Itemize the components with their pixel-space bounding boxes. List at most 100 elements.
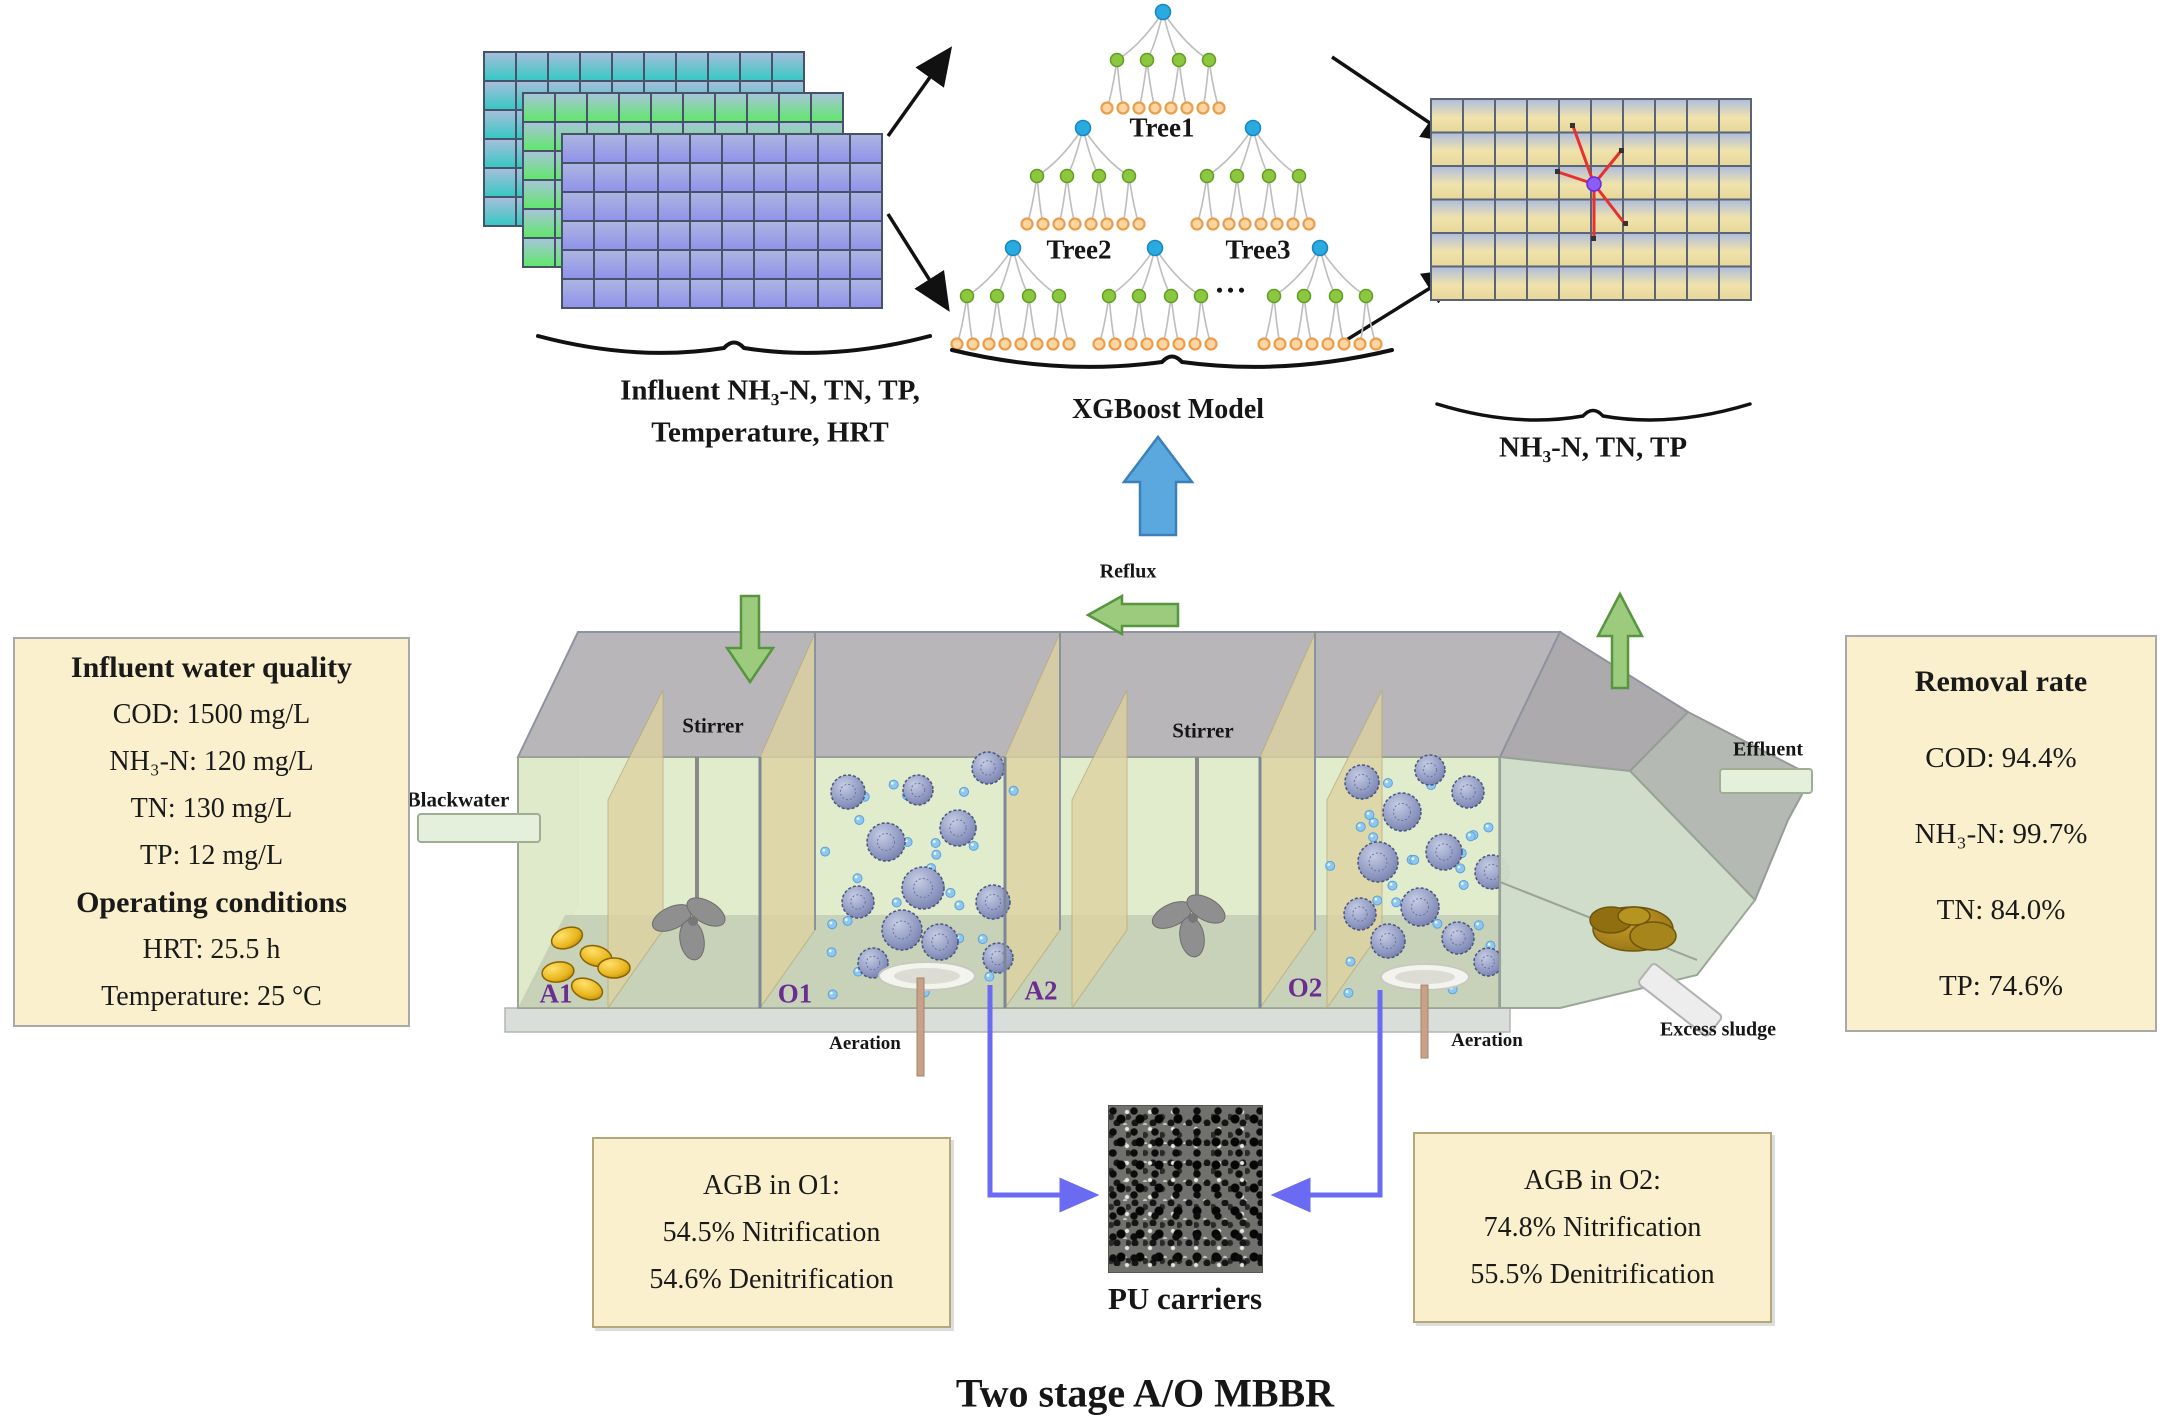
- biofilm-carrier: [1357, 841, 1399, 883]
- stirrer-label-1: Stirrer: [682, 713, 744, 738]
- tree-edge: [1058, 295, 1070, 345]
- biofilm-carrier-core: [1392, 802, 1412, 822]
- output-grid-cell: [1718, 165, 1752, 201]
- biofilm-carrier-core: [913, 878, 933, 898]
- biofilm-carrier-core: [1422, 762, 1438, 778]
- table-cell: [714, 92, 748, 123]
- tree-edge: [1365, 295, 1377, 345]
- table-cell: [657, 278, 691, 309]
- tree-root-node: [1154, 3, 1172, 21]
- tree-split-node: [1029, 168, 1045, 184]
- tree-root-node: [1244, 119, 1262, 137]
- air-bubble: [1458, 879, 1469, 890]
- table-cell: [515, 51, 549, 82]
- air-bubble: [854, 814, 865, 825]
- tree-edge: [988, 295, 998, 345]
- tree-edge: [1335, 295, 1345, 345]
- tree-edge: [1263, 295, 1275, 345]
- table-cell: [625, 220, 659, 251]
- aerobic-granule: [570, 977, 604, 1001]
- output-grid-cell: [1462, 265, 1496, 301]
- tree-root-node: [1074, 119, 1092, 137]
- output-grid-cell: [1494, 265, 1528, 301]
- biofilm-carrier: [971, 751, 1005, 785]
- tree-split-node: [1328, 288, 1344, 304]
- tree-leaf-node: [1180, 101, 1194, 115]
- table-cell: [785, 249, 819, 280]
- output-grid-cell: [1686, 198, 1720, 234]
- output-grid-cell: [1654, 131, 1688, 167]
- tree-leaf-node: [1254, 217, 1268, 231]
- table-cell: [618, 92, 652, 123]
- table-cell: [657, 220, 691, 251]
- tree-edge: [1303, 295, 1313, 345]
- tree-leaf-node: [1100, 101, 1114, 115]
- tree-split-node: [1296, 288, 1312, 304]
- tree-split-node: [1358, 288, 1374, 304]
- tree-edge: [1359, 295, 1367, 345]
- biofilm-carrier-core: [1460, 784, 1476, 800]
- air-bubble-highlight: [890, 781, 894, 785]
- arrow-tables-to-trees-bottom: [886, 213, 950, 312]
- air-bubble: [1368, 817, 1379, 828]
- tree-edge: [1138, 59, 1148, 109]
- output-grid-cell: [1494, 232, 1528, 268]
- table-cell: [817, 220, 851, 251]
- output-grid-cell: [1462, 198, 1496, 234]
- air-bubble: [1343, 987, 1354, 998]
- effluent-label: Effluent: [1733, 738, 1803, 761]
- biofilm-carrier: [881, 909, 923, 951]
- tree-edge: [1098, 295, 1110, 345]
- output-grid-cell: [1494, 198, 1528, 234]
- table-cell: [522, 121, 556, 152]
- output-grid-cell: [1686, 232, 1720, 268]
- tree-edge: [1208, 59, 1220, 109]
- table-cell: [593, 249, 627, 280]
- tree-edge: [996, 295, 1006, 345]
- tree-leaf-node: [982, 337, 996, 351]
- air-bubble-highlight: [854, 875, 858, 879]
- blackwater-label: Blackwater: [406, 787, 510, 812]
- compartment-label-a2: A2: [1024, 975, 1058, 1006]
- table-cell: [753, 249, 787, 280]
- air-bubble-highlight: [932, 840, 936, 844]
- tree-edge: [1090, 175, 1100, 225]
- tree-split-node: [1101, 288, 1117, 304]
- sludge-blob: [1589, 906, 1677, 952]
- biofilm-carrier: [1425, 833, 1463, 871]
- output-grid-cell: [1622, 165, 1656, 201]
- tree-leaf-node: [1321, 337, 1335, 351]
- table-cell: [483, 51, 517, 82]
- table-cell: [689, 191, 723, 222]
- arrow-o1-to-pu: [987, 985, 1100, 1213]
- table-cell: [778, 92, 812, 123]
- air-bubble: [827, 989, 838, 1000]
- air-bubble-highlight: [855, 968, 859, 972]
- table-cell: [785, 162, 819, 193]
- table-cell: [657, 133, 691, 164]
- table-cell: [785, 133, 819, 164]
- output-grid-cell: [1654, 232, 1688, 268]
- tree-split-node: [1121, 168, 1137, 184]
- output-grid-cell: [1494, 165, 1528, 201]
- tree-edge: [1298, 175, 1310, 225]
- tree-split-node: [1021, 288, 1037, 304]
- compartment-label-a1: A1: [539, 978, 573, 1009]
- tree-edge: [1260, 175, 1270, 225]
- operating-temperature: Temperature: 25 °C: [101, 981, 322, 1012]
- tree-leaf-node: [1068, 217, 1082, 231]
- biofilm-carrier: [1400, 887, 1440, 927]
- air-bubble: [891, 897, 902, 908]
- biofilm-carrier: [975, 884, 1011, 920]
- output-grid-cell: [1622, 131, 1656, 167]
- divider-walls: [607, 632, 1383, 1010]
- removal-box-title: Removal rate: [1914, 664, 2088, 698]
- input-table-front: [561, 133, 883, 309]
- tree-leaf-node: [1062, 337, 1076, 351]
- output-grid-cell: [1718, 131, 1752, 167]
- settler-front-face: [1499, 755, 1757, 1009]
- tree-leaf-node: [1092, 337, 1106, 351]
- tree-split-node: [1171, 52, 1187, 68]
- output-grid-cell: [1526, 232, 1560, 268]
